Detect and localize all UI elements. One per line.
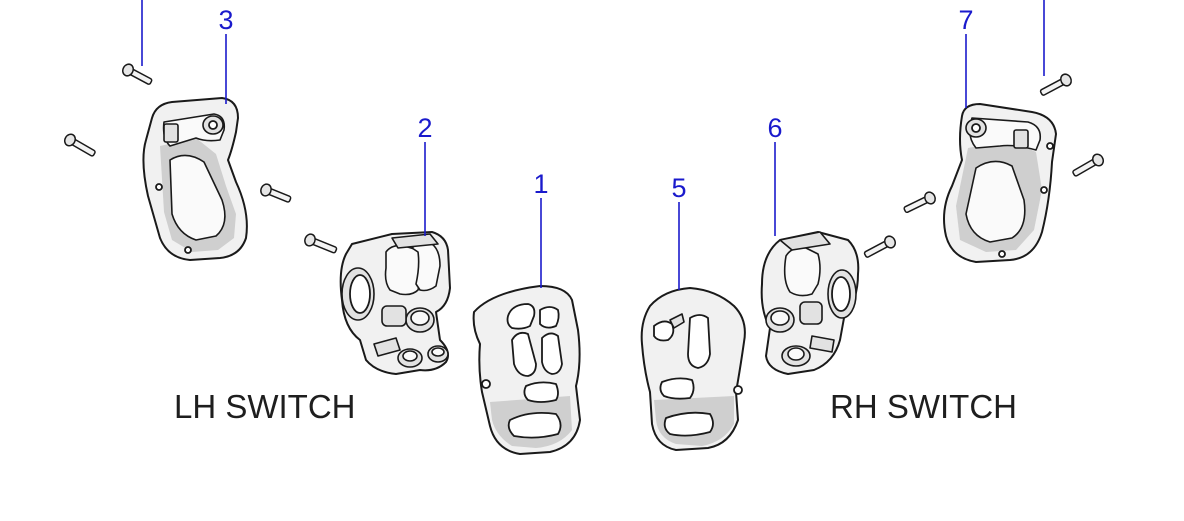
callout-6: 6 [767, 113, 782, 143]
callout-3: 3 [218, 5, 233, 35]
screw [1039, 73, 1072, 96]
screw [122, 63, 153, 85]
screw [260, 183, 292, 203]
lh-switch-housing-part-2 [339, 231, 451, 375]
lh-switch-label: LH SWITCH [174, 388, 356, 425]
callout-5: 5 [671, 173, 686, 203]
rh-switch-housing-part-6 [760, 231, 860, 375]
callout-7: 7 [958, 5, 973, 35]
screw [1072, 153, 1105, 177]
rh-screws [863, 73, 1105, 258]
rh-switch-label: RH SWITCH [830, 388, 1017, 425]
callout-numbers: 3 2 1 5 6 7 [218, 5, 973, 203]
rh-switch-cover-part-5 [640, 287, 746, 451]
leader-lines [141, 0, 1045, 290]
lh-upper-housing-part-3 [142, 97, 248, 261]
screw [863, 235, 896, 258]
screw [304, 233, 338, 254]
callout-1: 1 [533, 169, 548, 199]
screw [903, 191, 936, 214]
lh-switch-cover-part-1 [472, 285, 581, 455]
lh-screws [63, 63, 338, 254]
callout-2: 2 [417, 113, 432, 143]
screw [63, 133, 96, 157]
rh-upper-housing-part-7 [943, 103, 1057, 263]
